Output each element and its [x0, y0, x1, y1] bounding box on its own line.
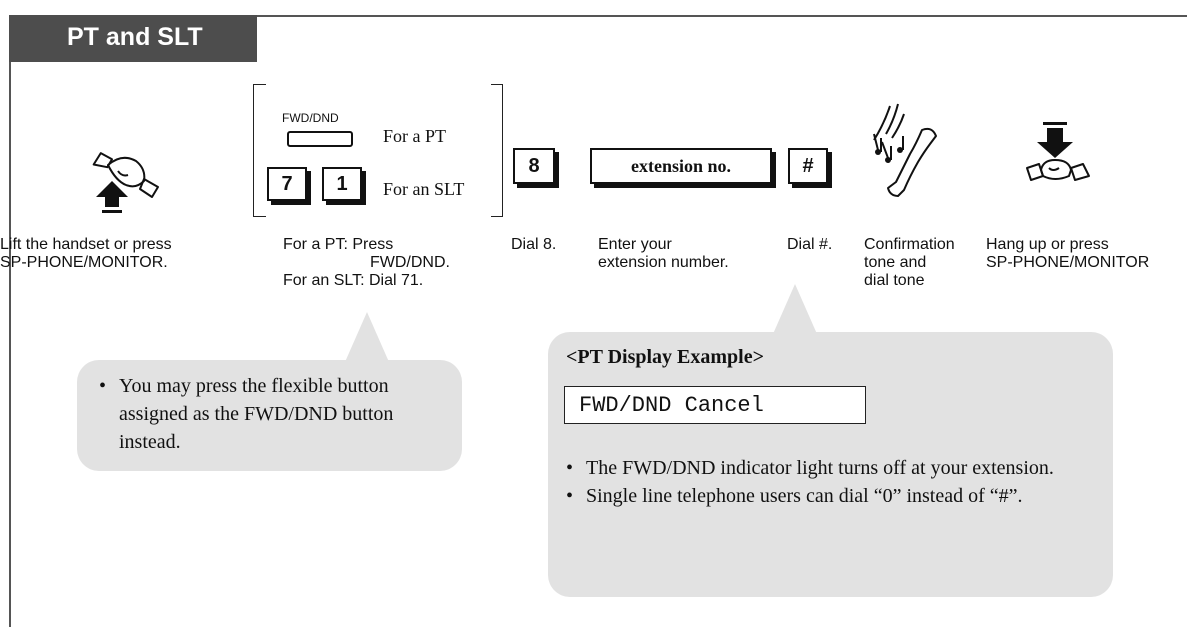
step2-caption: For a PT: Press FWD/DND. For an SLT: Dia… [283, 236, 450, 289]
left-note-bubble: You may press the flexible button assign… [77, 360, 462, 471]
dial-key-hash: # [788, 148, 828, 184]
left-note-item: You may press the flexible button assign… [99, 372, 439, 456]
step7-caption: Hang up or press SP-PHONE/MONITOR [986, 236, 1150, 271]
display-note-bubble: <PT Display Example> FWD/DND Cancel The … [548, 332, 1113, 597]
lcd-display-text: FWD/DND Cancel [579, 393, 764, 418]
section-title: PT and SLT [9, 15, 257, 62]
handset-tone-icon [873, 103, 937, 197]
left-note-list: You may press the flexible button assign… [99, 372, 439, 456]
dial-key-1: 1 [322, 167, 362, 201]
display-example-title: <PT Display Example> [566, 346, 765, 368]
step5-caption: Dial #. [787, 236, 833, 253]
step4-caption: Enter your extension number. [598, 236, 729, 271]
fwd-dnd-button [287, 131, 353, 147]
fwd-dnd-key-label: FWD/DND [282, 111, 339, 125]
left-note-pointer [345, 312, 389, 362]
display-note-list: The FWD/DND indicator light turns off at… [566, 454, 1086, 510]
display-note-item-1: The FWD/DND indicator light turns off at… [566, 454, 1086, 482]
pt-label: For a PT [383, 126, 446, 146]
dial-key-8: 8 [513, 148, 555, 184]
slt-label: For an SLT [383, 179, 465, 199]
display-note-item-2: Single line telephone users can dial “0”… [566, 482, 1086, 510]
frame-top-border [9, 15, 1187, 17]
frame-left-border [9, 15, 11, 627]
dial-key-7: 7 [267, 167, 307, 201]
bracket-mask-top [266, 80, 491, 88]
lcd-display: FWD/DND Cancel [564, 386, 866, 424]
bracket-mask-bottom [266, 213, 491, 221]
step3-caption: Dial 8. [511, 236, 557, 253]
display-note-pointer [773, 284, 817, 334]
handset-hangup-icon [1026, 122, 1090, 181]
step6-caption: Confirmation tone and dial tone [864, 236, 955, 289]
extension-number-box: extension no. [590, 148, 772, 184]
handset-lift-icon [92, 152, 159, 213]
step1-caption: Lift the handset or press SP-PHONE/MONIT… [0, 236, 172, 271]
